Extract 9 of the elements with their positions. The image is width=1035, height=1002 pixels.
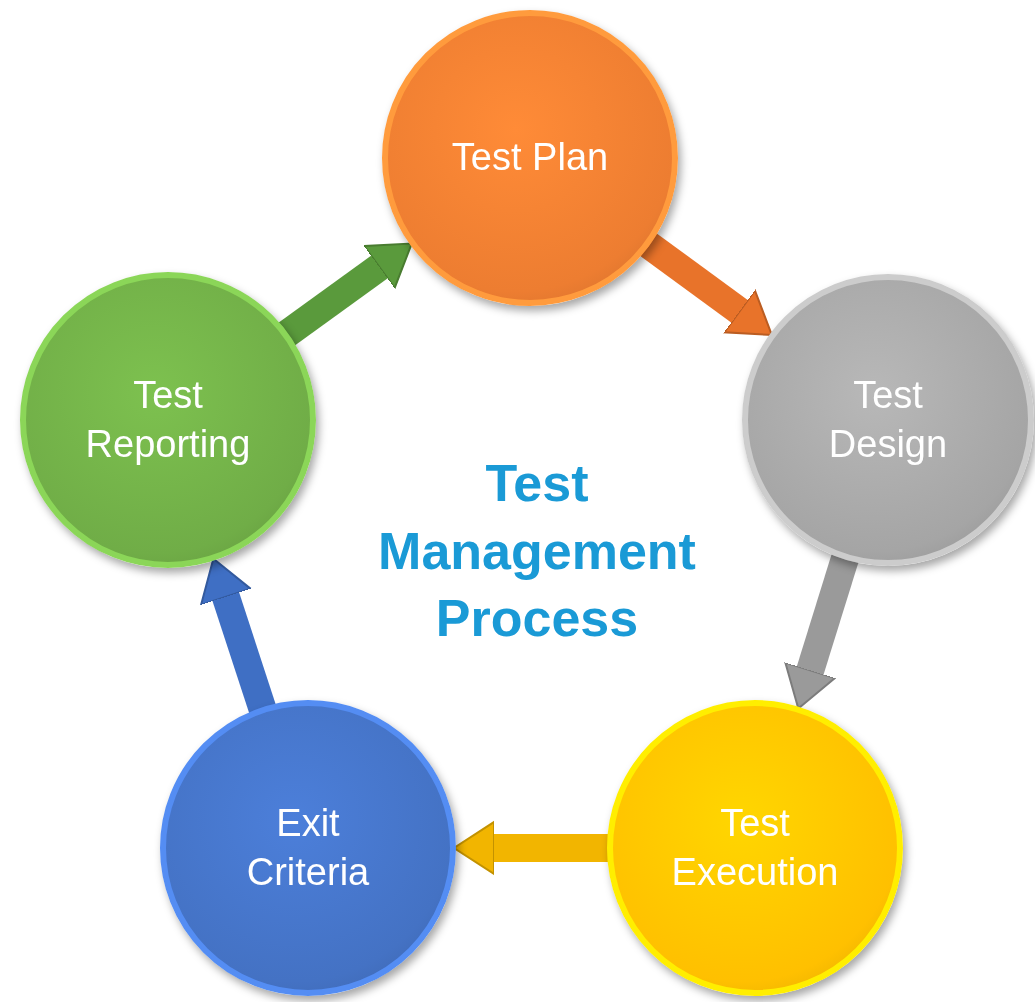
step-label: Test Plan	[450, 135, 610, 181]
block-arrow	[639, 232, 773, 336]
step-label: Exit Criteria	[245, 800, 371, 895]
step-label: Test Execution	[670, 800, 840, 895]
diagram-title: Test Management Process	[377, 453, 697, 650]
step-label: Test Reporting	[84, 372, 252, 467]
step-label: Test Design	[827, 372, 949, 467]
block-arrow	[784, 553, 859, 710]
block-arrow	[200, 557, 276, 714]
